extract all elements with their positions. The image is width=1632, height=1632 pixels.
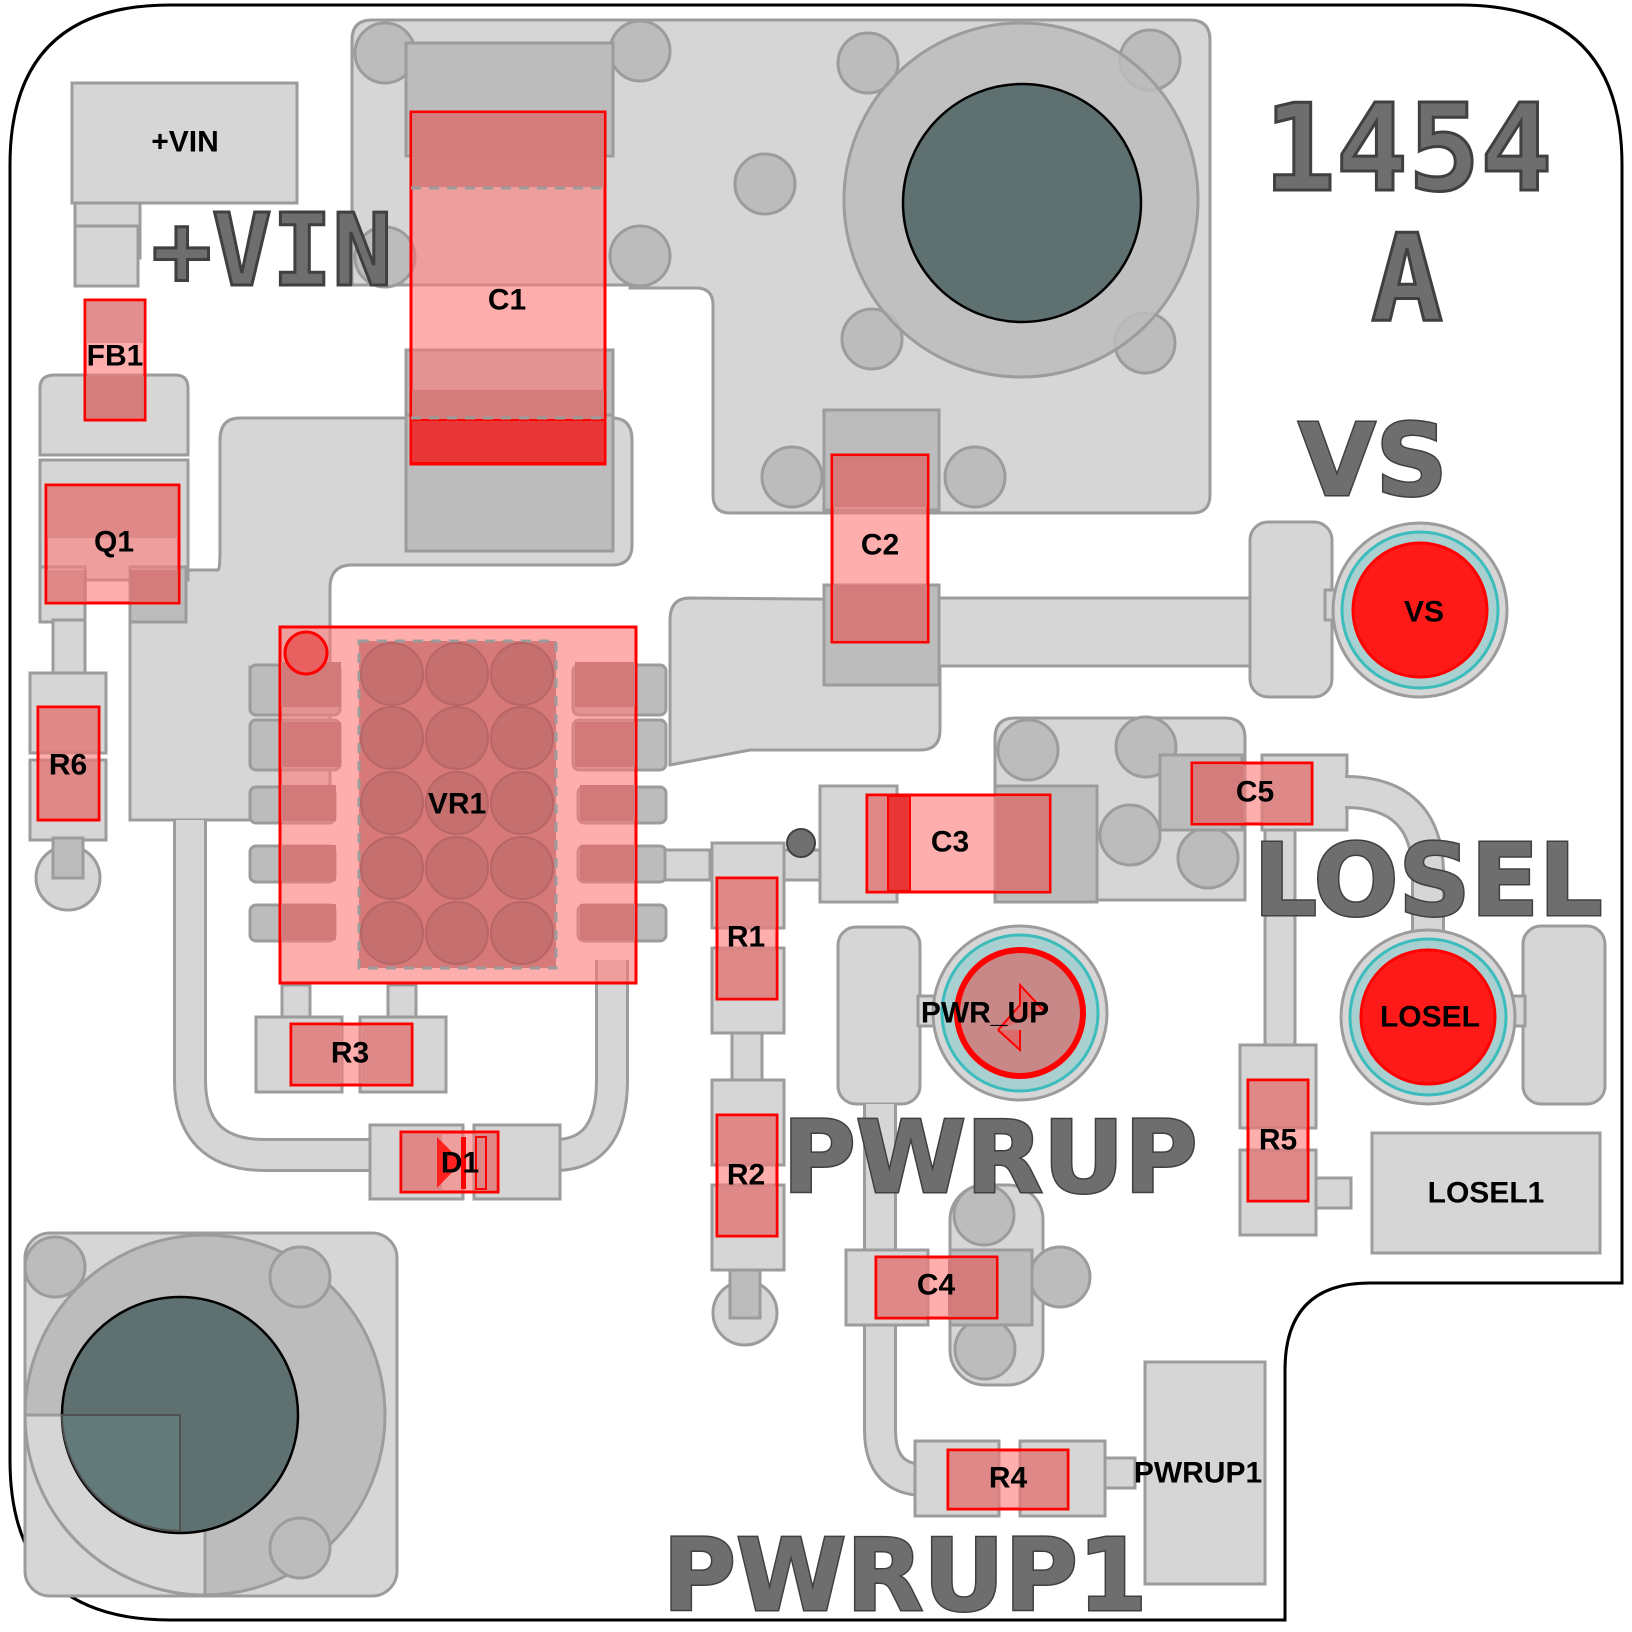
vr1-label: VR1	[428, 788, 486, 821]
r4-label: R4	[989, 1462, 1028, 1495]
d1-diode-arrow-icon	[437, 1137, 462, 1188]
trace-loop-right-fill	[554, 960, 626, 1169]
vr1-thermal-vias	[360, 642, 554, 965]
d1-label: D1	[441, 1147, 479, 1180]
component-r6[interactable]: R6	[36, 705, 101, 822]
c3-label: C3	[931, 826, 969, 859]
component-d1[interactable]: D1	[399, 1130, 500, 1194]
via-cluster-c3	[996, 715, 1240, 890]
component-r1[interactable]: R1	[715, 876, 779, 1001]
r3-label: R3	[331, 1037, 369, 1070]
component-c4[interactable]: C4	[874, 1255, 999, 1320]
silk-vin: +VIN	[152, 192, 393, 309]
component-vr1[interactable]: VR1	[278, 625, 638, 985]
component-c1[interactable]: C1	[409, 110, 607, 466]
vr1-pin1-marker	[283, 630, 329, 676]
silk-part-number: 1454	[1264, 80, 1553, 219]
fb1-pad-top	[73, 224, 140, 288]
via-cluster-top	[353, 19, 1182, 509]
r5-label: R5	[1259, 1124, 1297, 1157]
pwrup1-pad-label: PWRUP1	[1134, 1457, 1262, 1490]
vs-trace	[933, 596, 1257, 668]
silk-pwrup1: PWRUP1	[663, 1517, 1148, 1632]
c3-via-small	[786, 828, 816, 858]
pwrup-tp-label: PWR_UP	[921, 997, 1049, 1030]
component-r5[interactable]: R5	[1246, 1078, 1310, 1203]
r6-via-pad	[51, 836, 85, 880]
c2-label: C2	[861, 529, 899, 562]
losel1-pad[interactable]	[1370, 1131, 1602, 1255]
vin-pad	[70, 81, 299, 205]
component-fb1[interactable]: FB1	[83, 298, 147, 422]
via-cluster-c4	[952, 1183, 1092, 1381]
r2-via-pad	[728, 1268, 762, 1320]
vs-tp-center[interactable]	[1351, 541, 1489, 679]
c5-label: C5	[1236, 776, 1274, 809]
component-c5[interactable]: C5	[1190, 761, 1314, 826]
losel-tp-label: LOSEL	[1380, 1001, 1480, 1034]
vs-tp-label: VS	[1404, 596, 1444, 629]
r3-trace-b	[386, 983, 418, 1022]
pwrup-tp-arrow-icon	[997, 982, 1046, 1053]
pwrup1-pad[interactable]	[1143, 1360, 1267, 1586]
c4-label: C4	[917, 1269, 956, 1302]
mounting-hole-top	[901, 82, 1143, 324]
losel1-pad-label: LOSEL1	[1428, 1177, 1545, 1210]
vr1-to-r1-trace	[663, 848, 712, 882]
component-r2[interactable]: R2	[715, 1113, 779, 1238]
r6-label: R6	[49, 749, 87, 782]
c5-r5-trace	[1263, 828, 1297, 1052]
silk-vs: VS	[1298, 402, 1447, 519]
losel-pad	[1521, 924, 1607, 1106]
r3-trace-a	[280, 983, 312, 1022]
q1-label: Q1	[94, 526, 134, 559]
vin-pad-label: +VIN	[151, 126, 219, 159]
component-q1[interactable]: Q1	[44, 483, 181, 605]
component-r4[interactable]: R4	[946, 1448, 1070, 1511]
r6-trace	[51, 618, 87, 677]
component-r3[interactable]: R3	[289, 1022, 414, 1087]
fb1-label: FB1	[87, 340, 144, 373]
r4-pwrup1-trace	[1103, 1456, 1137, 1490]
silk-losel: LOSEL	[1253, 822, 1602, 939]
mounting-hole-quadrant	[60, 1414, 181, 1533]
r1-r2-trace	[730, 1031, 764, 1082]
trace-loop-left-fill	[176, 820, 370, 1169]
r5-losel1-trace	[1314, 1176, 1353, 1210]
losel-tp-center[interactable]	[1359, 948, 1497, 1086]
r1-label: R1	[727, 921, 765, 954]
pwrup-pad	[836, 925, 922, 1106]
r2-label: R2	[727, 1159, 765, 1192]
vs-pad	[1248, 520, 1334, 699]
silk-revision: A	[1371, 210, 1443, 349]
silk-pwrup: PWRUP	[782, 1099, 1197, 1216]
component-c2[interactable]: C2	[830, 453, 930, 644]
component-c3[interactable]: C3	[865, 793, 1052, 894]
losel-trace-arc-fill	[1344, 778, 1442, 935]
c1-label: C1	[488, 284, 526, 317]
via-cluster-bottom-left	[23, 1235, 332, 1580]
board-outline	[8, 3, 1624, 1622]
